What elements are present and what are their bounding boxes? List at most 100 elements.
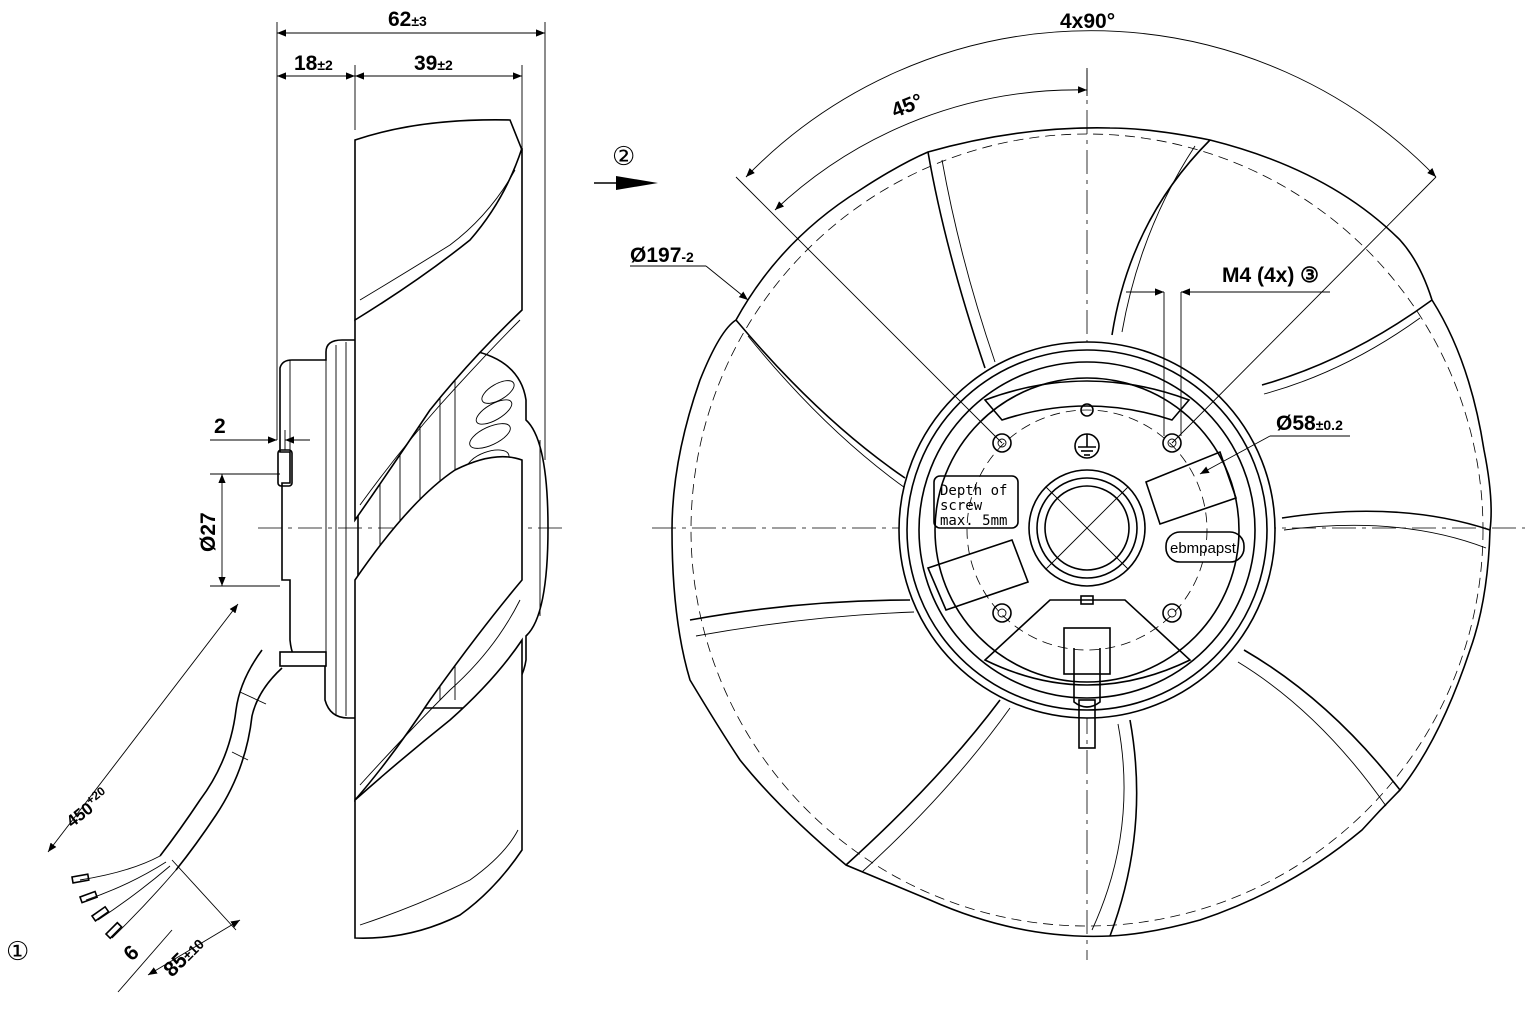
motor-housing — [279, 339, 359, 719]
screw-hole-bl — [992, 603, 1012, 623]
dim-strip-length: 6 — [119, 941, 144, 966]
hub-ring-3 — [918, 361, 1256, 699]
side-view: 62±3 18±2 39±2 2 Ø27 — [6, 8, 566, 993]
diag-line-right — [1171, 176, 1437, 444]
wire-end-3 — [90, 905, 110, 923]
blade-edge-1 — [359, 169, 516, 301]
dim-line-wire — [147, 919, 241, 976]
dim-shaft-step: 2 — [214, 415, 226, 438]
wire-end-1 — [71, 873, 90, 884]
cable-stub — [1073, 648, 1101, 708]
wire-end-2 — [78, 890, 99, 904]
blade-edge-f4 — [1283, 524, 1487, 549]
blade-side-3 — [354, 455, 523, 803]
blade-edge-3 — [359, 599, 521, 786]
rib-3 — [469, 423, 511, 449]
shaft-cross-2 — [1045, 486, 1129, 570]
dim-line-cable-length — [47, 603, 239, 853]
blade-edge-f8 — [695, 611, 915, 637]
wire-2 — [85, 861, 167, 901]
screw-note-line-3: max. 5mm — [940, 513, 1007, 529]
cable-sleeve-2 — [231, 751, 249, 761]
shaft-flat — [277, 449, 293, 487]
blade-edge-f2 — [1121, 145, 1196, 333]
cable-lower-edge — [175, 667, 283, 871]
screw-hole-br — [1162, 603, 1182, 623]
screw-note-box — [933, 475, 1019, 529]
front-view: Depth of screw max. 5mm ebmpapst 4x90° 4… — [630, 10, 1525, 960]
ground-icon — [1074, 433, 1100, 459]
blade-curve-5 — [1243, 649, 1401, 791]
rib-1 — [481, 380, 515, 404]
airflow-arrow-head — [616, 176, 658, 190]
blade-curve-9 — [735, 319, 906, 479]
cable-upper-edge — [159, 649, 263, 857]
blade-edge-4 — [359, 829, 519, 926]
dim-fan-diameter: Ø197-2 — [630, 244, 694, 267]
blade-edge-f5 — [1237, 661, 1387, 807]
small-hole-top — [1080, 403, 1094, 417]
dim-blade-depth: 39±2 — [414, 52, 453, 75]
blade-edge-f3 — [1263, 317, 1421, 395]
airflow-marker-2: ② — [612, 142, 635, 172]
fan-outline — [671, 127, 1492, 938]
cable-clamp — [279, 651, 327, 667]
dim-wire-length: 85±10 — [159, 932, 208, 981]
blade-edge-f6 — [1091, 723, 1125, 931]
screw-note-line-1: Depth of — [940, 483, 1007, 499]
blade-tip-circle — [690, 133, 1484, 927]
dim-shaft-diameter: Ø27 — [197, 512, 220, 552]
dim-angle-total: 4x90° — [1060, 10, 1115, 33]
brand-logo: ebmpapst — [1170, 540, 1237, 557]
blade-edge-2 — [359, 319, 521, 506]
screw-note-line-2: screw — [940, 498, 983, 514]
dim-cable-length: 450+20 — [61, 784, 113, 832]
shaft-boss-outer — [1028, 469, 1146, 587]
dim-angle-half: 45° — [888, 89, 926, 122]
blade-curve-6 — [1109, 719, 1138, 937]
blade-edge-f7 — [861, 707, 1011, 873]
hub-slot-bottom — [983, 599, 1192, 686]
screw-hole-tl — [992, 433, 1012, 453]
blade-side-4 — [354, 637, 523, 939]
dim-arc-angle-total — [745, 30, 1437, 178]
wire-4 — [111, 869, 177, 939]
bolt-circle — [966, 409, 1208, 651]
hub-slot-right — [1145, 450, 1238, 526]
rib-2 — [475, 399, 513, 425]
shaft-bore — [1044, 485, 1130, 571]
cable-grommet — [1080, 595, 1094, 605]
hub-outer-ring — [898, 341, 1276, 719]
dim-hub-offset: 18±2 — [294, 52, 333, 75]
hub-ring-2 — [906, 349, 1268, 711]
blade-curve-2 — [1111, 139, 1211, 336]
wire-end-4 — [104, 921, 123, 940]
blade-edge-f1 — [941, 159, 996, 363]
leader-fan-dia — [705, 265, 749, 301]
dim-screw-label: M4 (4x) ③ — [1222, 264, 1319, 287]
airflow-indicator: ② — [594, 142, 658, 190]
note-marker-1: ① — [6, 937, 29, 967]
cable-end — [1078, 699, 1096, 749]
leader-bolt-circle — [1199, 435, 1271, 475]
screw-hole-tr — [1162, 433, 1182, 453]
shaft-boss-inner — [1036, 477, 1138, 579]
dim-bolt-circle: Ø58±0.2 — [1276, 412, 1343, 435]
blade-curve-3 — [1261, 299, 1433, 386]
blade-curve-1 — [927, 151, 986, 369]
cable-gland — [1063, 627, 1111, 675]
dim-overall-length: 62±3 — [388, 8, 427, 31]
hub-slot-top — [983, 380, 1191, 421]
hub-ring-4 — [934, 377, 1240, 683]
blade-curve-7 — [845, 699, 1001, 866]
diag-line-left — [735, 176, 1003, 444]
wire-3 — [97, 865, 171, 921]
blade-curve-8 — [689, 599, 911, 621]
cable-sleeve-1 — [239, 691, 267, 705]
hub-slot-left — [926, 538, 1030, 611]
blade-curve-4 — [1281, 510, 1491, 531]
brand-plate — [1165, 531, 1245, 563]
dim-arc-angle-half — [774, 86, 1088, 211]
blade-edge-f9 — [747, 335, 909, 491]
